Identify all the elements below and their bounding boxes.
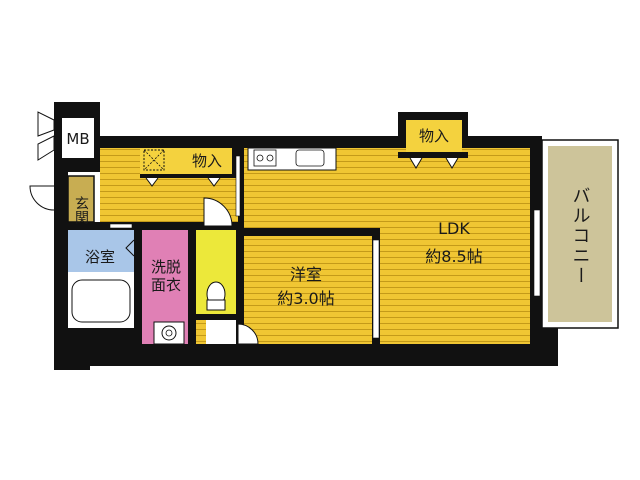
stove-icon xyxy=(253,149,277,167)
bath-door xyxy=(125,239,135,257)
ldk-sliding-door xyxy=(235,155,241,217)
washroom-label-1: 洗脱 xyxy=(151,258,181,276)
western-room-floor xyxy=(244,236,372,344)
storage-ldk xyxy=(406,120,462,152)
western-sliding-door xyxy=(372,239,380,339)
storage-top-label: 物入 xyxy=(192,152,222,170)
washroom-label-2: 面衣 xyxy=(151,276,181,294)
bath-floor xyxy=(68,230,134,272)
storage-doors xyxy=(145,177,221,187)
bathtub-icon xyxy=(71,279,131,323)
genkan-floor xyxy=(68,176,94,222)
balcony-label: バルコニー xyxy=(570,186,591,286)
western-name-label: 洋室 xyxy=(290,265,322,284)
room-door xyxy=(237,323,259,345)
balcony-floor xyxy=(548,146,612,322)
storage-ldk-doors xyxy=(409,157,459,169)
storage-ldk-label: 物入 xyxy=(419,127,449,145)
toilet-door xyxy=(203,197,233,227)
balcony-window xyxy=(533,209,541,297)
entrance-door xyxy=(29,185,55,211)
genkan-label: 玄関 xyxy=(73,195,89,225)
bath-window xyxy=(109,223,133,229)
washing-machine-icon xyxy=(153,321,185,345)
bath-label: 浴室 xyxy=(85,248,115,266)
small-closet xyxy=(206,320,236,344)
ldk-name-label: LDK xyxy=(438,219,470,238)
mb-label: MB xyxy=(66,130,89,148)
western-size-label: 約3.0帖 xyxy=(277,289,334,308)
ldk-size-label: 約8.5帖 xyxy=(425,247,482,266)
mb-box xyxy=(62,118,94,158)
mb-doors xyxy=(37,111,55,161)
sink-icon xyxy=(295,149,325,167)
storage-top xyxy=(178,148,236,174)
